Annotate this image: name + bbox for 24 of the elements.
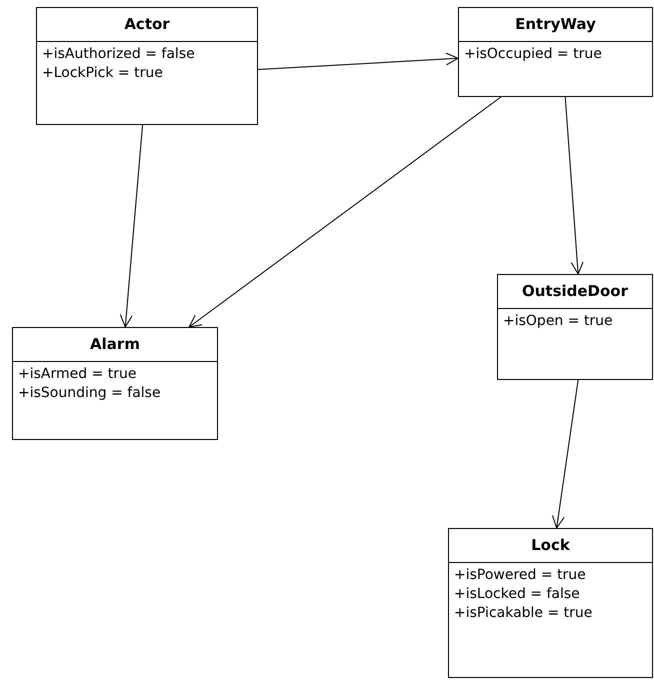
arrow <box>564 96 584 274</box>
attribute-text: +isOpen = true <box>503 312 613 331</box>
attribute-text: +isSounding = false <box>18 384 161 403</box>
class-name: EntryWay <box>515 14 596 36</box>
arrow <box>120 124 144 328</box>
attribute-text: +isLocked = false <box>454 585 580 604</box>
class-box <box>12 327 218 440</box>
class-name: Alarm <box>90 334 140 356</box>
attribute-text: +isArmed = true <box>18 365 137 384</box>
class-name: Actor <box>124 14 170 36</box>
arrow <box>258 52 458 70</box>
class-box <box>458 7 653 97</box>
class-box <box>36 7 258 125</box>
class-name: OutsideDoor <box>522 281 628 302</box>
attribute-text: +isPicakable = true <box>454 604 592 623</box>
attribute-text: +isOccupied = true <box>464 45 602 64</box>
attribute-text: +isPowered = true <box>454 566 586 585</box>
attribute-text: +isAuthorized = false <box>42 45 195 64</box>
arrow <box>188 96 502 328</box>
class-box <box>497 274 653 380</box>
attribute-text: +LockPick = true <box>42 64 163 83</box>
arrow <box>552 380 579 528</box>
class-box <box>448 528 653 678</box>
class-name: Lock <box>531 535 570 556</box>
